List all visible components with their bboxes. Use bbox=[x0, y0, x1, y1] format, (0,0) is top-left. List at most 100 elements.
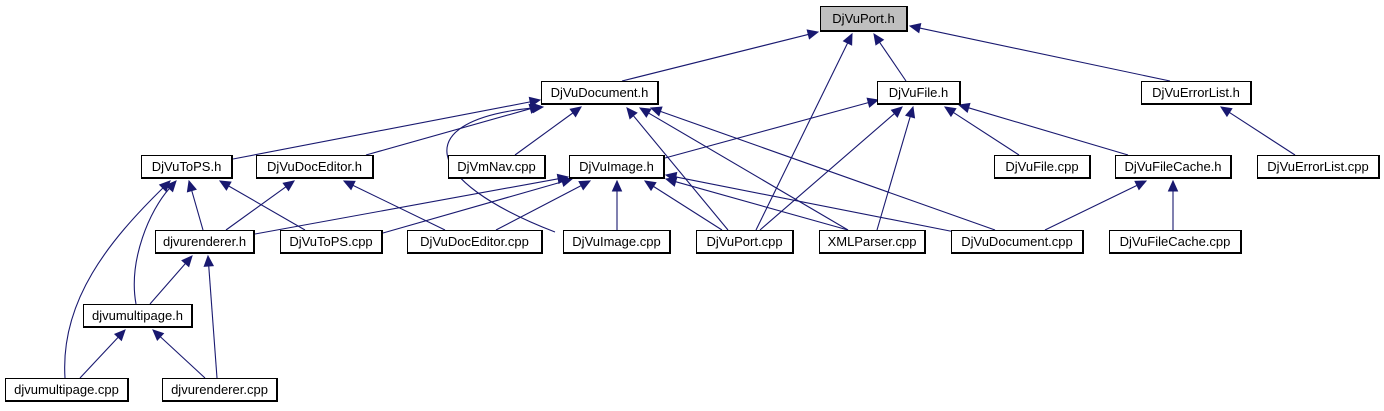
edge-line bbox=[919, 27, 1171, 82]
node-djvurenderer-cpp[interactable]: djvurenderer.cpp bbox=[162, 378, 278, 402]
arrowhead-icon bbox=[873, 32, 885, 46]
node-djvuerrorlist-h[interactable]: DjVuErrorList.h bbox=[1141, 81, 1252, 105]
arrowhead-icon bbox=[1219, 106, 1233, 118]
node-djvumultipage-h[interactable]: djvumultipage.h bbox=[83, 304, 193, 328]
arrowhead-icon bbox=[904, 105, 916, 119]
arrowhead-icon bbox=[186, 179, 197, 193]
edge-djvuimage-h-to-djvufile-h bbox=[664, 97, 880, 159]
edge-djvudocument-cpp-to-djvufilecache-h bbox=[1044, 180, 1148, 231]
arrowhead-icon bbox=[152, 329, 165, 341]
edge-line bbox=[191, 190, 204, 231]
arrowhead-icon bbox=[866, 97, 880, 108]
edge-djvumultipage-h-to-djvutops-h bbox=[133, 180, 177, 305]
node-djvudocument-h[interactable]: DjVuDocument.h bbox=[541, 81, 659, 105]
node-djvudoceditor-cpp[interactable]: DjVuDocEditor.cpp bbox=[407, 230, 543, 254]
edge-djvurenderer-cpp-to-djvumultipage-h bbox=[152, 329, 206, 379]
edge-djvuport-cpp-to-djvufile-h bbox=[759, 106, 903, 231]
arrowhead-icon bbox=[342, 180, 356, 191]
edge-djvudocument-cpp-to-djvuimage-h bbox=[664, 171, 956, 233]
edge-line bbox=[228, 185, 306, 231]
edge-djvuerrorlist-h-to-djvuport-h bbox=[908, 23, 1171, 82]
edge-line bbox=[879, 41, 907, 82]
arrowhead-icon bbox=[908, 23, 922, 34]
node-djvuport-cpp[interactable]: DjVuPort.cpp bbox=[696, 230, 794, 254]
arrowhead-icon bbox=[1167, 179, 1179, 192]
edge-djvutops-cpp-to-djvutops-h bbox=[218, 180, 306, 231]
edge-xmlparser-cpp-to-djvuimage-h bbox=[664, 176, 849, 231]
node-djvuport-h[interactable]: DjVuPort.h bbox=[820, 6, 908, 32]
edge-djvuerrorlist-cpp-to-djvuerrorlist-h bbox=[1219, 106, 1296, 156]
arrowhead-icon bbox=[638, 107, 652, 118]
node-djvuerrorlist-cpp[interactable]: DjVuErrorList.cpp bbox=[1257, 155, 1380, 179]
edge-line bbox=[876, 116, 911, 231]
edge-line bbox=[1044, 184, 1138, 231]
arrowhead-icon bbox=[626, 107, 638, 120]
edge-djvufile-h-to-djvuport-h bbox=[873, 32, 907, 82]
arrowhead-icon bbox=[943, 106, 957, 118]
edge-line bbox=[664, 102, 869, 159]
arrowhead-icon bbox=[611, 179, 623, 192]
edge-line bbox=[1229, 111, 1296, 156]
edge-djvudoceditor-h-to-djvudocument-h bbox=[365, 103, 542, 156]
edge-djvutops-cpp-to-djvuimage-h bbox=[382, 176, 574, 234]
edge-line bbox=[514, 112, 574, 156]
node-djvufilecache-h[interactable]: DjVuFileCache.h bbox=[1115, 155, 1232, 179]
node-djvutops-h[interactable]: DjVuToPS.h bbox=[141, 155, 233, 179]
arrowhead-icon bbox=[218, 180, 232, 191]
edge-djvutops-h-to-djvudocument-h bbox=[232, 96, 542, 160]
edge-line bbox=[621, 33, 809, 82]
edge-line bbox=[446, 107, 556, 233]
edge-djvurenderer-cpp-to-djvurenderer-h bbox=[203, 254, 218, 379]
edge-line bbox=[653, 185, 723, 231]
edge-djvuport-cpp-to-djvuimage-h bbox=[643, 180, 723, 231]
arrowhead-icon bbox=[1134, 180, 1148, 191]
arrowhead-icon bbox=[158, 180, 171, 193]
edge-line bbox=[755, 42, 849, 231]
edge-djvuimage-cpp-to-djvuimage-h bbox=[611, 179, 623, 230]
node-djvumultipage-cpp[interactable]: djvumultipage.cpp bbox=[5, 378, 129, 402]
node-djvudoceditor-h[interactable]: DjVuDocEditor.h bbox=[256, 155, 374, 179]
edge-djvuimage-cpp-to-djvudocument-h bbox=[446, 102, 556, 233]
edge-djvufile-cpp-to-djvufile-h bbox=[943, 106, 1020, 156]
node-xmlparser-cpp[interactable]: XMLParser.cpp bbox=[819, 230, 926, 254]
arrowhead-icon bbox=[282, 180, 295, 192]
arrowhead-icon bbox=[806, 29, 820, 40]
arrowhead-icon bbox=[842, 32, 853, 46]
edge-djvumultipage-cpp-to-djvutops-h bbox=[64, 180, 171, 379]
arrowhead-icon bbox=[560, 176, 574, 187]
edge-djvuport-cpp-to-djvudocument-h bbox=[626, 107, 729, 231]
edge-xmlparser-cpp-to-djvufile-h bbox=[876, 105, 916, 231]
node-djvmnav-cpp[interactable]: DjVmNav.cpp bbox=[448, 155, 546, 179]
arrowhead-icon bbox=[664, 171, 678, 183]
edge-line bbox=[79, 336, 119, 379]
edge-line bbox=[159, 336, 206, 379]
edge-line bbox=[648, 112, 849, 231]
node-djvurenderer-h[interactable]: djvurenderer.h bbox=[155, 230, 255, 254]
edge-djvudoceditor-cpp-to-djvudoceditor-h bbox=[342, 180, 446, 231]
arrowhead-icon bbox=[643, 180, 657, 192]
edge-line bbox=[365, 108, 531, 156]
node-djvutops-cpp[interactable]: DjVuToPS.cpp bbox=[280, 230, 383, 254]
edge-line bbox=[675, 176, 956, 233]
node-djvufile-h[interactable]: DjVuFile.h bbox=[877, 81, 961, 105]
edge-djvudocument-h-to-djvuport-h bbox=[621, 29, 820, 82]
node-djvuimage-cpp[interactable]: DjVuImage.cpp bbox=[563, 230, 671, 254]
node-djvufilecache-cpp[interactable]: DjVuFileCache.cpp bbox=[1109, 230, 1242, 254]
edge-line bbox=[149, 263, 186, 305]
arrowhead-icon bbox=[890, 106, 903, 118]
edge-djvudocument-cpp-to-djvudocument-h bbox=[649, 106, 996, 231]
arrowhead-icon bbox=[203, 254, 215, 267]
edge-djvumultipage-h-to-djvurenderer-h bbox=[149, 255, 193, 305]
node-djvufile-cpp[interactable]: DjVuFile.cpp bbox=[994, 155, 1091, 179]
node-djvudocument-cpp[interactable]: DjVuDocument.cpp bbox=[951, 230, 1084, 254]
edge-line bbox=[675, 181, 849, 231]
arrowhead-icon bbox=[528, 96, 542, 108]
edge-line bbox=[759, 113, 895, 231]
edge-djvufilecache-h-to-djvufile-h bbox=[957, 102, 1129, 156]
edge-line bbox=[953, 111, 1020, 156]
node-djvuimage-h[interactable]: DjVuImage.h bbox=[569, 155, 665, 179]
edge-djvuport-cpp-to-djvuport-h bbox=[755, 32, 853, 231]
arrowhead-icon bbox=[649, 106, 663, 117]
arrowhead-icon bbox=[957, 102, 971, 114]
